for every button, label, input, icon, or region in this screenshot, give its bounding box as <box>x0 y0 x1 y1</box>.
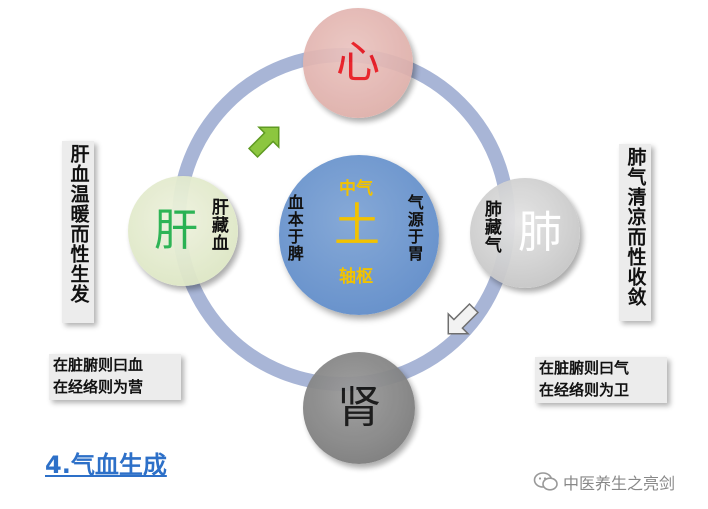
watermark: 中医养生之亮剑 <box>533 470 675 494</box>
center-earth-node <box>279 155 439 315</box>
liver-inner-label: 肝藏血 <box>207 198 228 252</box>
liver-description-box: 肝血温暖而性生发 <box>62 141 94 323</box>
blood-note-box: 在脏腑则曰血 在经络则为营 <box>49 354 181 400</box>
section-title: 4.气血生成 <box>45 451 167 479</box>
qi-note-line2: 在经络则为卫 <box>539 380 630 399</box>
blood-note-line1: 在脏腑则曰血 <box>53 356 144 374</box>
lung-inner-label: 肺藏气 <box>480 200 501 254</box>
center-right-label: 气源于胃 <box>404 194 424 262</box>
kidney-node: 肾 <box>303 352 415 464</box>
liver-label: 肝 <box>154 205 198 256</box>
blood-note-line2: 在经络则为营 <box>53 377 144 396</box>
green-up-right-arrow-icon <box>247 126 280 159</box>
liver-node: 肝 <box>128 176 238 286</box>
center-left-label: 血本于脾 <box>284 194 304 262</box>
lung-label: 肺 <box>518 207 562 258</box>
heart-label: 心 <box>336 37 380 88</box>
lung-description: 肺气清凉而性收敛 <box>624 147 647 307</box>
lung-description-box: 肺气清凉而性收敛 <box>619 144 651 321</box>
qi-note-box: 在脏腑则曰气 在经络则为卫 <box>535 357 667 403</box>
wechat-icon <box>533 472 558 491</box>
center-top-label: 中气 <box>339 179 373 199</box>
heart-node: 心 <box>303 8 413 118</box>
qi-note-line1: 在脏腑则曰气 <box>539 359 630 377</box>
center-bottom-label: 轴枢 <box>339 267 373 287</box>
center-main-label: 土 <box>334 198 380 252</box>
lung-node: 肺 <box>470 178 580 288</box>
kidney-label: 肾 <box>337 382 381 433</box>
gray-down-left-arrow-icon <box>447 302 480 335</box>
watermark-text: 中医养生之亮剑 <box>563 474 676 493</box>
liver-description: 肝血温暖而性生发 <box>67 144 90 304</box>
